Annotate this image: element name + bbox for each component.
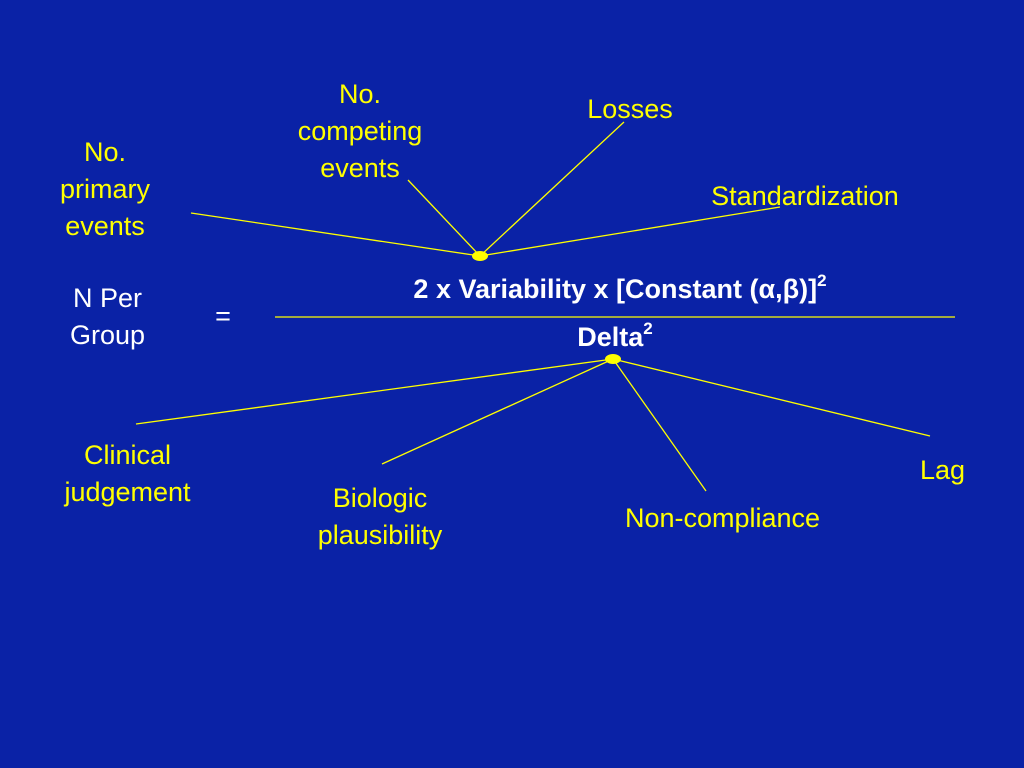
connector-clinical-judgement bbox=[135, 358, 614, 425]
label-line: primary bbox=[59, 174, 150, 204]
label-line: Biologic bbox=[332, 483, 428, 513]
connector-lag bbox=[612, 358, 931, 437]
formula-numerator: 2 x Variability x [Constant (α,β)]2 bbox=[340, 271, 900, 305]
label-line: Clinical bbox=[83, 440, 172, 470]
equals-sign: = bbox=[215, 301, 231, 331]
denominator-text: Delta bbox=[577, 322, 644, 352]
label-lag: Lag bbox=[919, 455, 966, 485]
numerator-node bbox=[472, 251, 488, 261]
connector-competing-events bbox=[407, 179, 481, 257]
denominator-node bbox=[605, 354, 621, 364]
label-losses: Losses bbox=[587, 94, 673, 124]
formula-denominator: Delta2 bbox=[540, 319, 690, 353]
label-standardization: Standardization bbox=[711, 181, 899, 211]
numerator-text: 2 x Variability x [Constant ( bbox=[413, 274, 759, 304]
alpha-beta-symbols: α,β bbox=[758, 274, 800, 304]
label-non-compliance: Non-compliance bbox=[624, 503, 821, 533]
denominator-exponent: 2 bbox=[643, 319, 653, 338]
numerator-close: )] bbox=[799, 274, 818, 304]
label-line: events bbox=[65, 211, 145, 241]
label-n-per-group: N Per Group bbox=[40, 280, 175, 354]
connector-primary-events bbox=[190, 212, 481, 257]
label-line: events bbox=[320, 153, 400, 183]
label-line: No. bbox=[83, 137, 127, 167]
label-line: Group bbox=[69, 320, 146, 350]
label-line: competing bbox=[297, 116, 423, 146]
label-line: plausibility bbox=[317, 520, 443, 550]
label-clinical-judgement: Clinical judgement bbox=[40, 437, 215, 511]
label-line: No. bbox=[338, 79, 382, 109]
label-line: N Per bbox=[72, 283, 143, 313]
label-primary-events: No. primary events bbox=[40, 134, 170, 245]
connector-standardization bbox=[479, 206, 781, 257]
connector-biologic-plausibility bbox=[381, 358, 614, 465]
connector-losses bbox=[479, 121, 625, 257]
connector-non-compliance bbox=[612, 358, 707, 492]
label-competing-events: No. competing events bbox=[280, 76, 440, 187]
label-biologic-plausibility: Biologic plausibility bbox=[295, 480, 465, 554]
numerator-exponent: 2 bbox=[817, 271, 827, 290]
label-line: judgement bbox=[64, 477, 191, 507]
